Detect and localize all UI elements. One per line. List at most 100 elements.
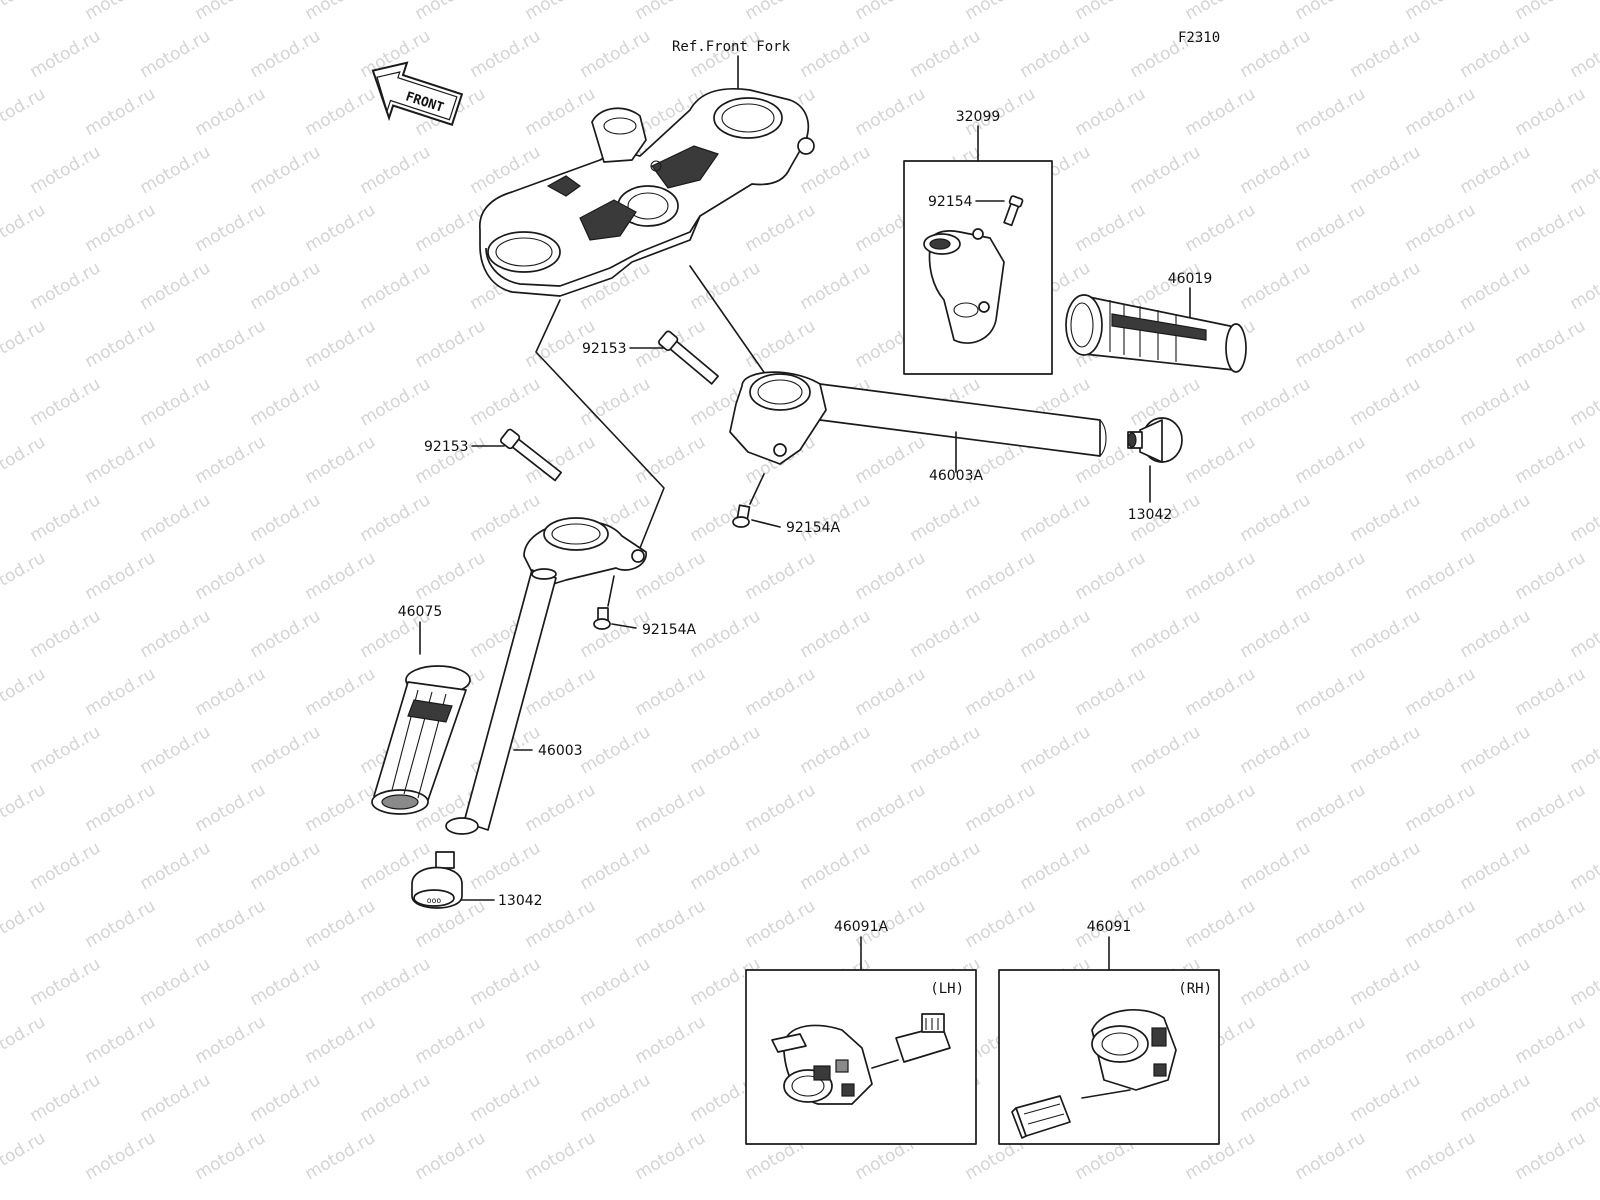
watermark-text: motod.ru	[356, 954, 434, 1010]
watermark-text: motod.ru	[521, 780, 599, 836]
watermark-text: motod.ru	[521, 0, 599, 24]
watermark-text: motod.ru	[246, 258, 324, 314]
watermark-text: motod.ru	[81, 432, 159, 488]
left-switch-housing	[771, 1013, 951, 1105]
watermark-text: motod.ru	[191, 896, 269, 952]
bar-tube-end	[445, 817, 479, 835]
watermark-text: motod.ru	[1401, 896, 1479, 952]
watermark-text: motod.ru	[301, 200, 379, 256]
watermark-text: motod.ru	[246, 142, 324, 198]
screw-92154	[1003, 195, 1024, 227]
watermark-text: motod.ru	[1511, 316, 1589, 372]
watermark-text: motod.ru	[1401, 548, 1479, 604]
watermark-text: motod.ru	[81, 1012, 159, 1068]
watermark-text: motod.ru	[521, 664, 599, 720]
watermark-text: motod.ru	[796, 722, 874, 778]
watermark-text: motod.ru	[1291, 1128, 1369, 1184]
watermark-text: motod.ru	[1456, 26, 1534, 82]
watermark-text: motod.ru	[906, 722, 984, 778]
watermark-text: motod.ru	[906, 490, 984, 546]
left-grip	[371, 665, 471, 815]
label-92153-upper: 92153	[582, 341, 627, 357]
right-clip-on	[729, 371, 1107, 465]
watermark-text: motod.ru	[466, 26, 544, 82]
label-46075: 46075	[398, 604, 443, 620]
watermark-text: motod.ru	[851, 548, 929, 604]
watermark-text: motod.ru	[1236, 1070, 1314, 1126]
watermark-text: motod.ru	[81, 780, 159, 836]
label-92154: 92154	[928, 194, 973, 210]
watermark-text: motod.ru	[1401, 664, 1479, 720]
watermark-text: motod.ru	[356, 258, 434, 314]
watermark-text: motod.ru	[1456, 606, 1534, 662]
watermark-text: motod.ru	[961, 0, 1039, 24]
watermark-text: motod.ru	[1291, 1012, 1369, 1068]
watermark-text: motod.ru	[136, 1070, 214, 1126]
watermark-text: motod.ru	[1016, 722, 1094, 778]
label-46019: 46019	[1168, 271, 1213, 287]
watermark-text: motod.ru	[136, 606, 214, 662]
watermark-text: motod.ru	[136, 490, 214, 546]
watermark-text: motod.ru	[26, 374, 104, 430]
watermark-text: motod.ru	[1291, 432, 1369, 488]
label-32099: 32099	[956, 109, 1001, 125]
watermark-text: motod.ru	[1181, 780, 1259, 836]
watermark-text: motod.ru	[576, 374, 654, 430]
watermark-text: motod.ru	[356, 374, 434, 430]
watermark-text: motod.ru	[1401, 316, 1479, 372]
watermark-text: motod.ru	[961, 896, 1039, 952]
watermark-text: motod.ru	[301, 664, 379, 720]
watermark-text: motod.ru	[26, 838, 104, 894]
watermark-text: motod.ru	[631, 1128, 709, 1184]
watermark-text: motod.ru	[796, 490, 874, 546]
watermark-text: motod.ru	[1566, 954, 1600, 1010]
watermark-text: motod.ru	[1181, 548, 1259, 604]
watermark-text: motod.ru	[1566, 1070, 1600, 1126]
watermark-text: motod.ru	[1566, 374, 1600, 430]
watermark-text: motod.ru	[1511, 780, 1589, 836]
watermark-text: motod.ru	[191, 664, 269, 720]
watermark-text: motod.ru	[1236, 606, 1314, 662]
watermark-text: motod.ru	[1456, 838, 1534, 894]
watermark-text: motod.ru	[0, 896, 49, 952]
watermark-text: motod.ru	[81, 1128, 159, 1184]
watermark-text: motod.ru	[961, 780, 1039, 836]
watermark-text: motod.ru	[1071, 548, 1149, 604]
front-arrow-icon: FRONT	[371, 61, 464, 126]
watermark-text: motod.ru	[961, 548, 1039, 604]
watermark-text: motod.ru	[1016, 838, 1094, 894]
watermark-text: motod.ru	[0, 0, 49, 24]
watermark-text: motod.ru	[1291, 0, 1369, 24]
watermark-text: motod.ru	[1181, 896, 1259, 952]
watermark-text: motod.ru	[246, 1070, 324, 1126]
watermark-text: motod.ru	[1291, 780, 1369, 836]
watermark-text: motod.ru	[521, 84, 599, 140]
watermark-text: motod.ru	[81, 200, 159, 256]
watermark-text: motod.ru	[1236, 722, 1314, 778]
watermark-text: motod.ru	[1236, 838, 1314, 894]
watermark-text: motod.ru	[521, 1128, 599, 1184]
watermark-text: motod.ru	[1511, 432, 1589, 488]
left-clip-on	[463, 517, 647, 831]
watermark-text: motod.ru	[1291, 84, 1369, 140]
watermark-text: motod.ru	[466, 374, 544, 430]
watermark-text: motod.ru	[1511, 0, 1589, 24]
watermark-text: motod.ru	[191, 780, 269, 836]
label-13042-left: 13042	[498, 893, 543, 909]
watermark-text: motod.ru	[1291, 664, 1369, 720]
watermark-text: motod.ru	[1291, 316, 1369, 372]
clamp-leader-left	[535, 299, 665, 549]
watermark-text: motod.ru	[136, 838, 214, 894]
watermark-text: motod.ru	[1236, 954, 1314, 1010]
label-46003A: 46003A	[929, 468, 984, 484]
watermark-text: motod.ru	[1346, 722, 1424, 778]
watermark-text: motod.ru	[1456, 722, 1534, 778]
watermark-text: motod.ru	[576, 954, 654, 1010]
watermark-text: motod.ru	[411, 200, 489, 256]
watermark-text: motod.ru	[1346, 954, 1424, 1010]
watermark-text: motod.ru	[1071, 0, 1149, 24]
rh-label: (RH)	[1178, 981, 1212, 997]
watermark-text: motod.ru	[0, 1128, 49, 1184]
watermark-text: motod.ru	[411, 0, 489, 24]
watermark-text: motod.ru	[1346, 1070, 1424, 1126]
